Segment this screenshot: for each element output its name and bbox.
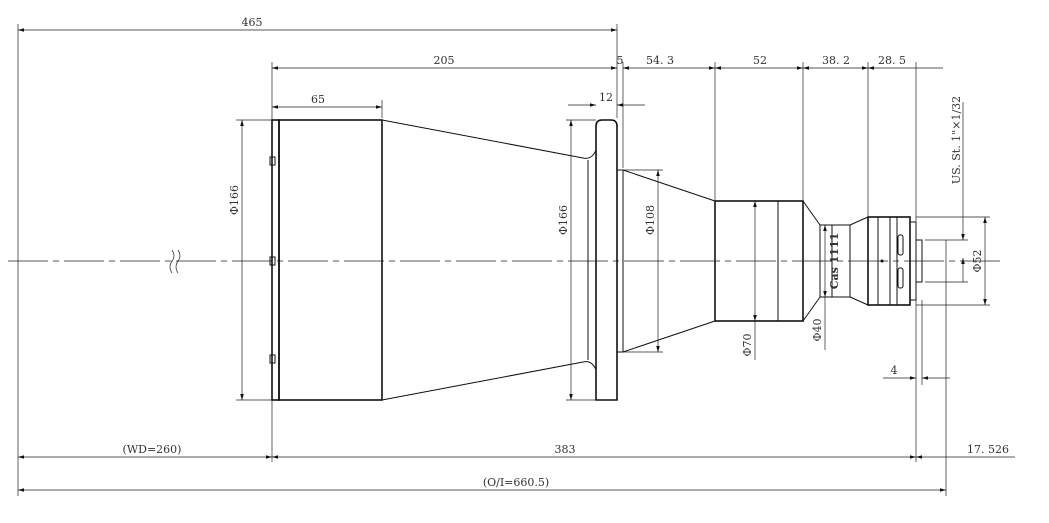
dim-17-526: 17. 526	[967, 443, 1009, 456]
dim-465: 465	[242, 16, 263, 29]
dim-383: 383	[555, 443, 576, 456]
dim-4: 4	[891, 364, 898, 377]
axis-break-symbol	[169, 249, 181, 274]
dim-dia-52: Φ52	[971, 249, 984, 272]
diameter-dimension-lines	[236, 102, 990, 401]
lens-body	[269, 119, 923, 401]
dim-dia-166-left: Φ166	[228, 185, 241, 215]
thread-spec-label: US. St. 1"×1/32	[950, 96, 963, 184]
dim-52: 52	[753, 54, 767, 67]
dim-12: 12	[599, 91, 613, 104]
dim-dia-70: Φ70	[741, 333, 754, 356]
dim-38-2: 38. 2	[822, 54, 850, 67]
dim-54-3: 54. 3	[646, 54, 674, 67]
dim-5: 5	[617, 54, 624, 67]
dim-28-5: 28. 5	[878, 54, 906, 67]
bottom-dimension-lines	[18, 455, 1015, 492]
top-dimension-lines	[18, 28, 943, 109]
dim-65: 65	[311, 93, 325, 106]
dim-dia-108: Φ108	[644, 205, 657, 235]
dim-wd: (WD=260)	[123, 443, 182, 456]
extension-lines	[17, 24, 947, 496]
dim-dia-40: Φ40	[811, 318, 824, 341]
dim-oi: (O/I=660.5)	[483, 476, 549, 489]
knurl-text: Cas 1111	[828, 233, 841, 290]
dim-205: 205	[434, 54, 455, 67]
dim-dia-166-right: Φ166	[557, 205, 570, 235]
